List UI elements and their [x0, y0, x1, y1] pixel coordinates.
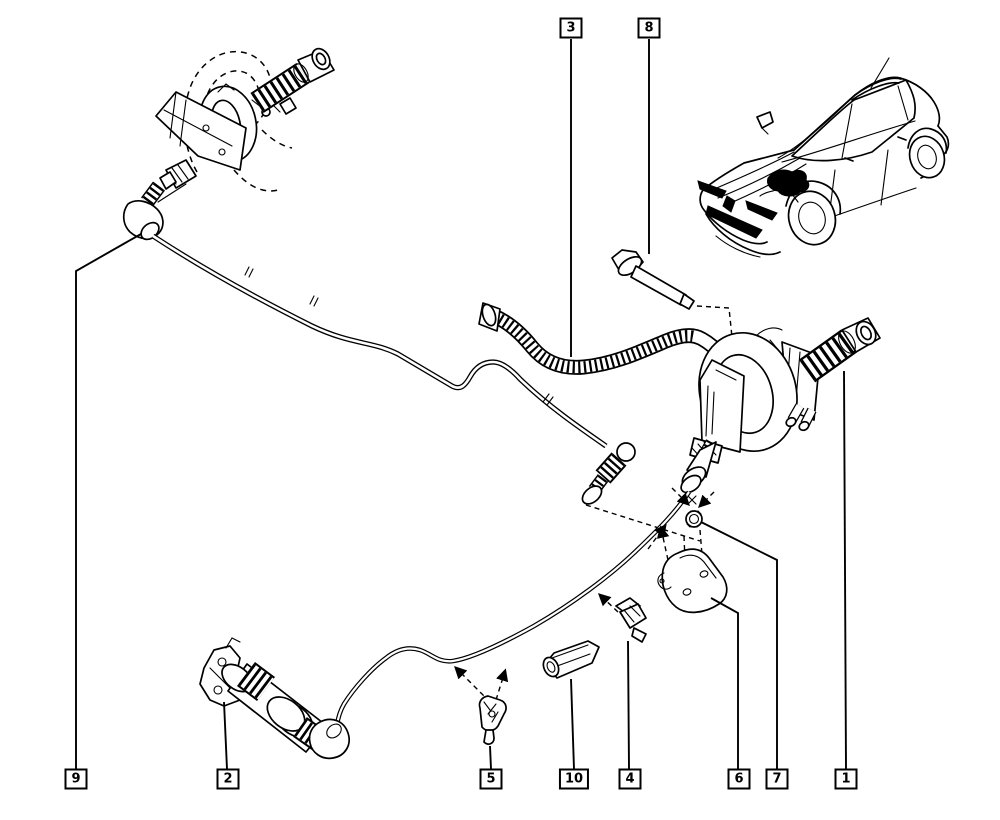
callout-10[interactable]: 10 — [558, 768, 590, 790]
hose-clip — [597, 593, 647, 643]
callout-1[interactable]: 1 — [834, 768, 858, 790]
clutch-master-cylinder — [689, 317, 881, 466]
callout-leader-4 — [627, 640, 630, 770]
callout-5[interactable]: 5 — [479, 768, 503, 790]
callout-leader-lines — [75, 39, 847, 770]
callout-leader-10 — [570, 678, 575, 770]
callout-4[interactable]: 4 — [618, 768, 642, 790]
pipe-clip — [454, 666, 509, 745]
callout-leader-9 — [75, 233, 142, 769]
callout-3[interactable]: 3 — [559, 17, 583, 39]
clutch-master-cylinder-installed-view — [155, 47, 335, 203]
callout-7[interactable]: 7 — [765, 768, 789, 790]
retaining-nut — [671, 487, 715, 528]
callout-2[interactable]: 2 — [216, 768, 240, 790]
clutch-slave-cylinder — [199, 637, 350, 760]
support-bracket — [647, 523, 728, 614]
callout-leader-7 — [700, 521, 778, 769]
clutch-pipe-assembly — [122, 181, 701, 542]
vehicle-illustration — [697, 57, 950, 258]
mounting-bolt — [611, 249, 736, 367]
callout-leader-6 — [710, 597, 739, 769]
callout-leader-2 — [223, 701, 228, 770]
callout-leader-5 — [489, 745, 492, 770]
callout-6[interactable]: 6 — [727, 768, 751, 790]
slave-cylinder-hose — [334, 439, 717, 726]
protective-sleeve — [542, 640, 600, 679]
callout-8[interactable]: 8 — [637, 17, 661, 39]
callout-leader-1 — [843, 370, 847, 770]
callout-9[interactable]: 9 — [64, 768, 88, 790]
